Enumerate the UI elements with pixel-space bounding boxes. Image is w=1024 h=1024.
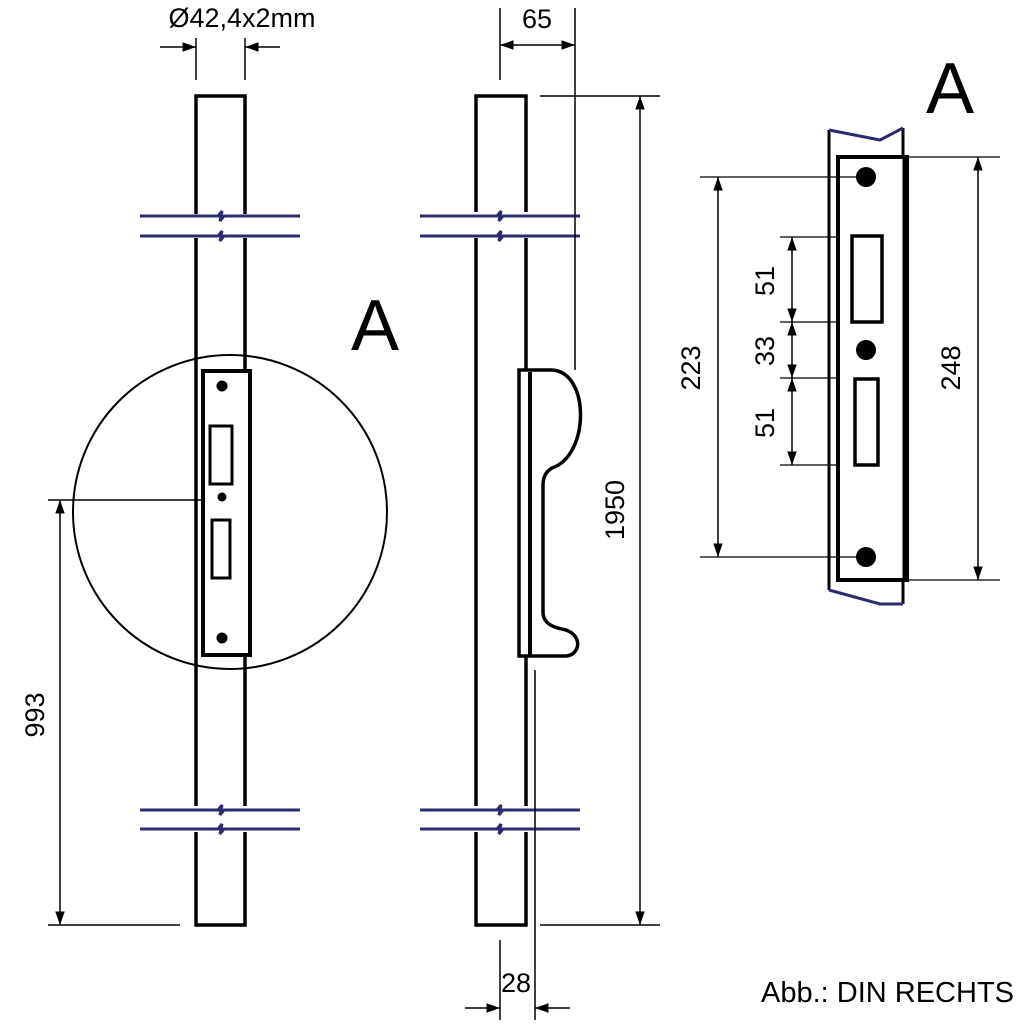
slot-upper-label: 51 (750, 266, 780, 296)
hole-spacing-label: 223 (676, 345, 706, 390)
screw-hole (217, 492, 227, 502)
lock-height-label: 993 (20, 692, 50, 737)
tube-diameter-label: Ø42,4x2mm (168, 3, 315, 33)
latch-slot (208, 424, 234, 486)
break-lines (420, 210, 580, 835)
screw-hole (216, 632, 228, 644)
caption: Abb.: DIN RECHTS (761, 977, 1014, 1009)
lock-case-side (517, 368, 583, 658)
slot-gap-label: 33 (750, 336, 780, 366)
detail-a-view: A 223 51 33 51 248 (676, 49, 1000, 606)
strike-plate (836, 155, 909, 582)
detail-heading: A (926, 49, 974, 129)
bolt-slot (210, 518, 232, 580)
plate-length-label: 248 (936, 345, 966, 390)
front-view: Ø42,4x2mm A 993 (20, 3, 399, 927)
handle-depth-label: 65 (522, 4, 552, 34)
screw-hole (216, 380, 228, 392)
lock-plate (201, 369, 252, 657)
break-lines (140, 210, 300, 835)
total-length-label: 1950 (600, 480, 630, 540)
screw-hole (856, 340, 876, 360)
base-offset-label: 28 (501, 968, 531, 998)
latch-slot (850, 234, 884, 324)
detail-marker-label: A (351, 286, 399, 366)
bolt-slot (853, 377, 880, 467)
side-view: 65 1950 28 (420, 4, 660, 1020)
slot-lower-label: 51 (750, 408, 780, 438)
detail-circle (72, 354, 388, 670)
